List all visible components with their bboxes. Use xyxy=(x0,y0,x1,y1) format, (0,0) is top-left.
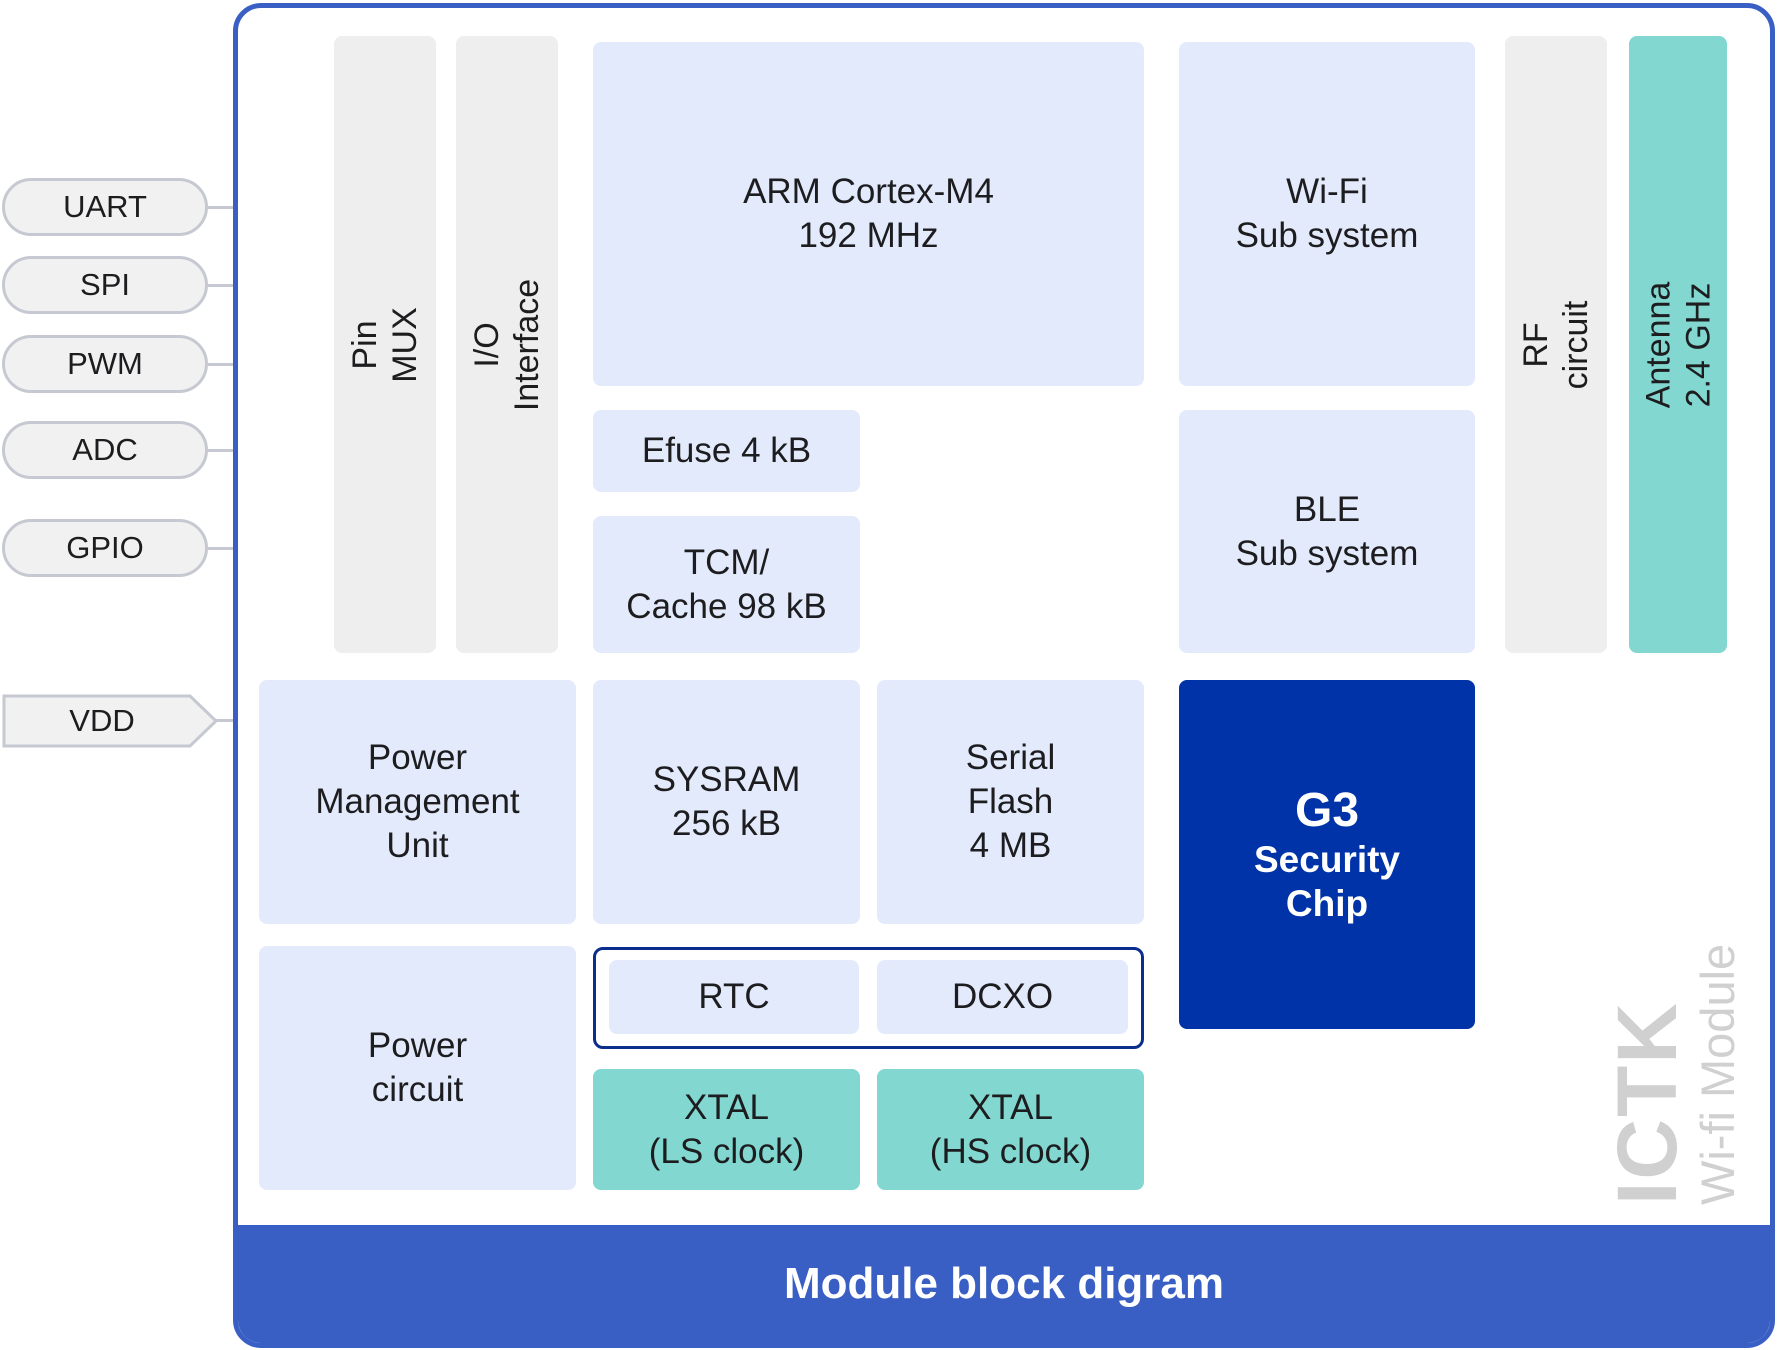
serial-flash-block: Serial Flash 4 MB xyxy=(877,680,1144,924)
pin-mux-block: Pin MUX xyxy=(334,36,436,653)
cpu-block: ARM Cortex-M4 192 MHz xyxy=(593,42,1144,386)
vdd-arrow xyxy=(2,694,219,748)
rf-circuit-label: RF circuit xyxy=(1517,300,1595,389)
ble-block: BLE Sub system xyxy=(1179,410,1475,653)
security-chip-label: Security Chip xyxy=(1253,838,1400,924)
rf-circuit-block: RF circuit xyxy=(1505,36,1607,653)
brand-watermark: ICTK Wi-fi Module xyxy=(1600,943,1747,1205)
power-management-unit-block: Power Management Unit xyxy=(259,680,576,924)
module-title: Module block digram xyxy=(238,1225,1770,1343)
brand-name: ICTK xyxy=(1600,1001,1694,1205)
security-chip-block: G3 Security Chip xyxy=(1179,680,1475,1029)
power-circuit-block: Power circuit xyxy=(259,946,576,1190)
interface-spi: SPI xyxy=(2,256,208,314)
security-chip-title: G3 xyxy=(1294,783,1360,837)
io-interface-block: I/O Interface xyxy=(456,36,558,653)
interface-adc: ADC xyxy=(2,421,208,479)
interface-uart: UART xyxy=(2,178,208,236)
tcm-cache-block: TCM/ Cache 98 kB xyxy=(593,516,860,653)
wifi-block: Wi-Fi Sub system xyxy=(1179,42,1475,386)
interface-gpio: GPIO xyxy=(2,519,208,577)
pin-mux-label: Pin MUX xyxy=(346,306,424,383)
interface-pwm: PWM xyxy=(2,335,208,393)
dcxo-block: DCXO xyxy=(877,960,1128,1034)
brand-subtitle: Wi-fi Module xyxy=(1691,943,1744,1205)
vdd-label: VDD xyxy=(69,703,135,738)
xtal-hs-clock-block: XTAL (HS clock) xyxy=(877,1069,1144,1190)
efuse-block: Efuse 4 kB xyxy=(593,410,860,492)
rtc-block: RTC xyxy=(609,960,859,1034)
antenna-block: Antenna 2.4 GHz xyxy=(1629,36,1727,653)
xtal-ls-clock-block: XTAL (LS clock) xyxy=(593,1069,860,1190)
sysram-block: SYSRAM 256 kB xyxy=(593,680,860,924)
io-interface-label: I/O Interface xyxy=(468,278,547,411)
antenna-label: Antenna 2.4 GHz xyxy=(1639,281,1718,408)
